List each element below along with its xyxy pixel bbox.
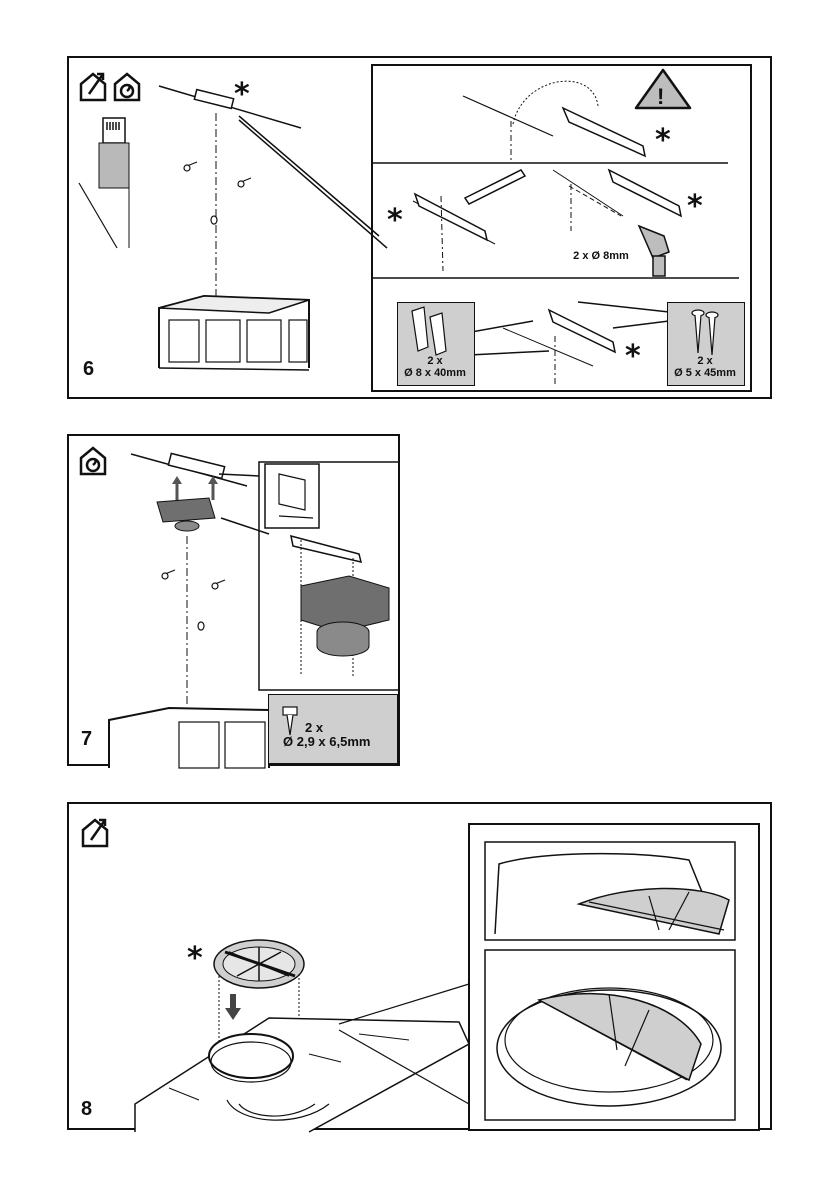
step-7-illustration — [79, 446, 400, 769]
plug-quantity: 2 x — [427, 355, 443, 367]
warning-icon: ! — [657, 84, 665, 109]
asterisk-mark: * — [234, 77, 250, 112]
screws-box: 2 x Ø 2,9 x 6,5mm — [268, 694, 398, 764]
step-number: 6 — [83, 358, 95, 380]
step-6-panel: * 6 — [67, 56, 772, 399]
asterisk-mark: * — [387, 203, 403, 238]
asterisk-mark: * — [625, 339, 641, 374]
screws-box: 2 x Ø 5 x 45mm — [667, 302, 745, 386]
wall-plugs-box: 2 x Ø 8 x 40mm — [397, 302, 475, 386]
house-recirculation-icon — [79, 446, 107, 476]
screw-quantity: 2 x — [305, 720, 324, 735]
step-number: 8 — [81, 1098, 93, 1120]
step-number: 7 — [81, 728, 93, 750]
screw-icon — [691, 309, 719, 356]
detail-box: ! * * * * 2 x Ø 8mm 2 x Ø 8 x 40mm 2 x Ø… — [371, 64, 752, 392]
drill-icon — [637, 224, 670, 277]
asterisk-mark: * — [655, 123, 671, 158]
house-recirculation-icon — [113, 72, 141, 102]
step-8-illustration — [81, 818, 760, 1133]
step-7-panel: 7 2 x Ø 2,9 x 6,5mm — [67, 434, 400, 769]
plug-size: Ø 8 x 40mm — [404, 367, 466, 379]
asterisk-mark: * — [187, 941, 203, 976]
house-vent-out-icon — [79, 72, 107, 102]
step-8-panel: * 8 — [67, 802, 772, 1133]
step-6-illustration — [78, 72, 388, 371]
screw-size: Ø 5 x 45mm — [674, 367, 736, 379]
drill-size-label: 2 x Ø 8mm — [573, 250, 629, 262]
screw-size: Ø 2,9 x 6,5mm — [283, 734, 371, 749]
detail-illustration — [373, 68, 739, 386]
screw-quantity: 2 x — [697, 355, 713, 367]
asterisk-mark: * — [687, 189, 703, 224]
small-screw-icon — [282, 706, 298, 736]
wall-plug-icon — [411, 306, 447, 356]
house-vent-out-icon — [81, 818, 109, 848]
